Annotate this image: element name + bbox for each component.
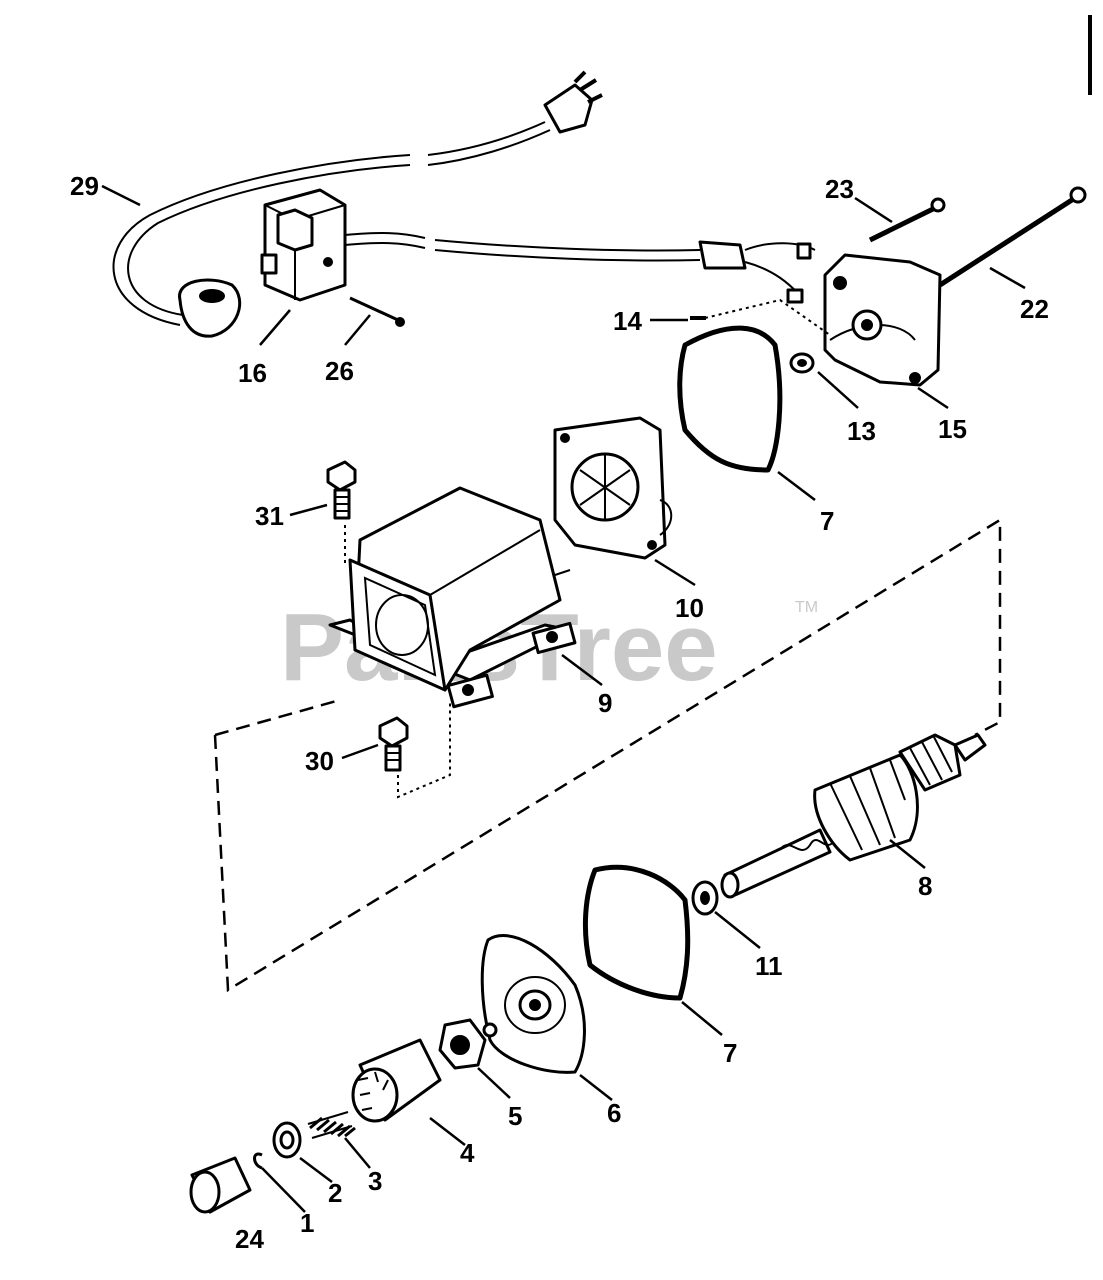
screw-26: [349, 296, 399, 322]
end-cap-assembly-15: [698, 240, 942, 387]
callout-9: 9: [598, 688, 612, 718]
callout-30: 30: [305, 746, 334, 776]
cap-24: [189, 1156, 252, 1214]
leader-5: [477, 1067, 511, 1099]
switch-box-16: [260, 188, 426, 327]
callout-8: 8: [918, 871, 932, 901]
cord-connector: [178, 278, 242, 338]
leader-26: [344, 314, 371, 346]
callout-22: 22: [1020, 294, 1049, 324]
callout-7-upper: 7: [820, 506, 834, 536]
power-plug: [543, 83, 594, 134]
leader-22: [989, 266, 1026, 290]
callout-7-lower: 7: [723, 1038, 737, 1068]
callout-14: 14: [613, 306, 642, 336]
watermark-trademark: TM: [795, 599, 818, 616]
leader-23: [854, 196, 893, 224]
spring-3: [307, 1111, 356, 1139]
drive-end-cap-6: [480, 934, 586, 1074]
leader-31: [289, 503, 328, 517]
leader-1: [261, 1167, 306, 1213]
callout-26: 26: [325, 356, 354, 386]
leader-3: [344, 1137, 371, 1169]
callout-29: 29: [70, 171, 99, 201]
motor-housing-9: [328, 486, 577, 709]
callout-13: 13: [847, 416, 876, 446]
retaining-ring-1: [253, 1152, 263, 1170]
callout-1: 1: [300, 1208, 314, 1238]
leader-13: [817, 371, 859, 409]
leader-16: [259, 309, 291, 346]
leader-29: [101, 184, 141, 207]
bolt-31: [326, 460, 357, 520]
callout-2: 2: [328, 1178, 342, 1208]
callout-24: 24: [235, 1224, 264, 1254]
callout-15: 15: [938, 414, 967, 444]
gasket-7-upper: [677, 325, 783, 473]
bolt-30: [378, 716, 409, 772]
through-bolt-22: [938, 186, 1087, 288]
callout-23: 23: [825, 174, 854, 204]
armature-8: [720, 733, 987, 899]
pinion-nut-5: [438, 1018, 487, 1070]
gasket-7-lower: [582, 864, 691, 1001]
leader-2: [299, 1157, 333, 1183]
leader-10: [654, 558, 696, 587]
callout-4: 4: [460, 1138, 475, 1168]
through-bolt-23: [868, 197, 946, 243]
leader-7a: [777, 471, 816, 501]
callout-3: 3: [368, 1166, 382, 1196]
assembly-outline: [213, 517, 1002, 993]
callout-11: 11: [755, 951, 783, 981]
leader-6: [579, 1074, 613, 1101]
callout-31: 31: [255, 501, 284, 531]
brush-plate-10: [553, 416, 673, 560]
callout-5: 5: [508, 1101, 522, 1131]
leader-9: [561, 654, 603, 686]
leader-8: [889, 839, 926, 869]
leader-4: [429, 1117, 466, 1146]
leader-7b: [681, 1001, 723, 1036]
leader-11: [714, 911, 761, 949]
callout-6: 6: [607, 1098, 621, 1128]
leader-30: [341, 743, 379, 760]
callout-16: 16: [238, 358, 267, 388]
callout-10: 10: [675, 593, 704, 623]
power-cord-29: [112, 70, 603, 338]
leader-15: [917, 386, 949, 410]
drive-pinion-4: [351, 1038, 442, 1123]
